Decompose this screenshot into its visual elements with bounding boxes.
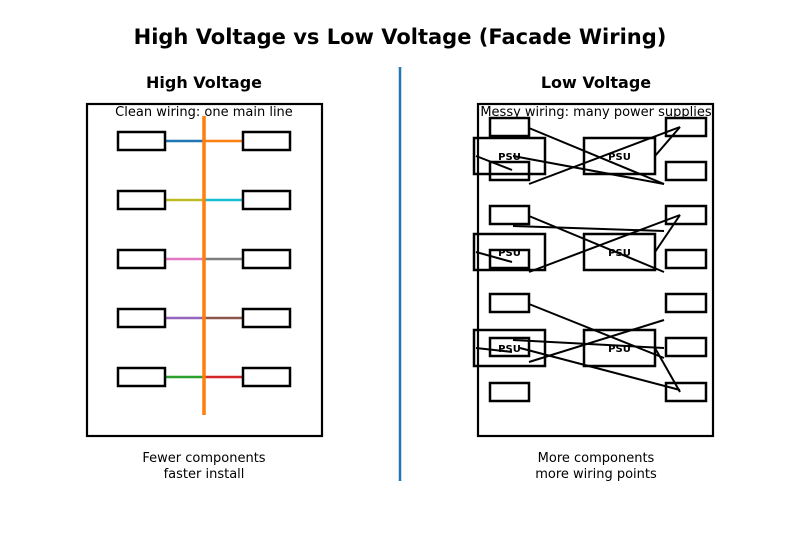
light-fixture [488,160,531,182]
high-voltage-fixtures [116,130,292,388]
light-fixture [116,366,167,388]
low-voltage-wire [512,339,665,349]
low-voltage-wire [528,127,665,185]
power-supply-unit: PSU [472,136,547,176]
low-voltage-wire [475,251,513,263]
light-fixture [488,248,531,270]
light-fixture [241,130,292,152]
light-fixture [488,116,531,138]
low-voltage-wire [512,155,665,185]
page-title: High Voltage vs Low Voltage (Facade Wiri… [134,25,667,49]
light-fixture [664,381,708,403]
low-voltage-panel: Low Voltage Messy wiring: many power sup… [472,73,715,482]
light-fixture [664,160,708,182]
light-fixture [116,307,167,329]
light-fixture [116,189,167,211]
light-fixture [664,336,708,358]
light-fixture [241,366,292,388]
psu-label: PSU [608,152,631,163]
low-voltage-wire [528,215,665,273]
high-voltage-footer-line1: Fewer components [142,451,265,466]
low-voltage-heading: Low Voltage [541,73,651,92]
high-voltage-panel: High Voltage Clean wiring: one main line… [85,73,324,482]
low-voltage-caption: Messy wiring: many power supplies [480,105,712,120]
high-voltage-footer-line2: faster install [164,467,245,482]
psu-box [472,136,547,176]
power-supply-unit: PSU [472,232,547,272]
psu-box [472,232,547,272]
low-voltage-wire [512,225,665,232]
low-voltage-wire [475,155,513,171]
low-voltage-wire [528,303,665,359]
light-fixture [241,248,292,270]
light-fixture [241,307,292,329]
psu-label: PSU [498,344,521,355]
low-voltage-wire [654,126,681,157]
low-voltage-footer-line1: More components [538,451,655,466]
low-voltage-wire [528,214,681,273]
low-voltage-wire [654,347,681,393]
power-supply-unit: PSU [472,328,547,368]
low-voltage-wire [528,319,665,363]
low-voltage-wire [654,214,681,253]
high-voltage-facade-frame [85,102,324,438]
high-voltage-caption: Clean wiring: one main line [115,105,293,120]
light-fixture [664,248,708,270]
psu-label: PSU [498,248,521,259]
high-voltage-heading: High Voltage [146,73,262,92]
light-fixture [241,189,292,211]
psu-label: PSU [498,152,521,163]
light-fixture [116,248,167,270]
low-voltage-wires [475,126,681,393]
low-voltage-wire [519,347,681,391]
psu-label: PSU [608,344,631,355]
light-fixture [116,130,167,152]
low-voltage-footer-line2: more wiring points [535,467,657,482]
power-supply-unit: PSU [582,328,657,368]
light-fixture [664,292,708,314]
light-fixture [664,204,708,226]
psu-box [472,328,547,368]
low-voltage-wire [528,126,681,185]
light-fixture [488,292,531,314]
light-fixture [664,116,708,138]
high-voltage-branches [165,139,243,379]
light-fixture [488,204,531,226]
low-voltage-wire [475,347,513,353]
light-fixture [488,381,531,403]
